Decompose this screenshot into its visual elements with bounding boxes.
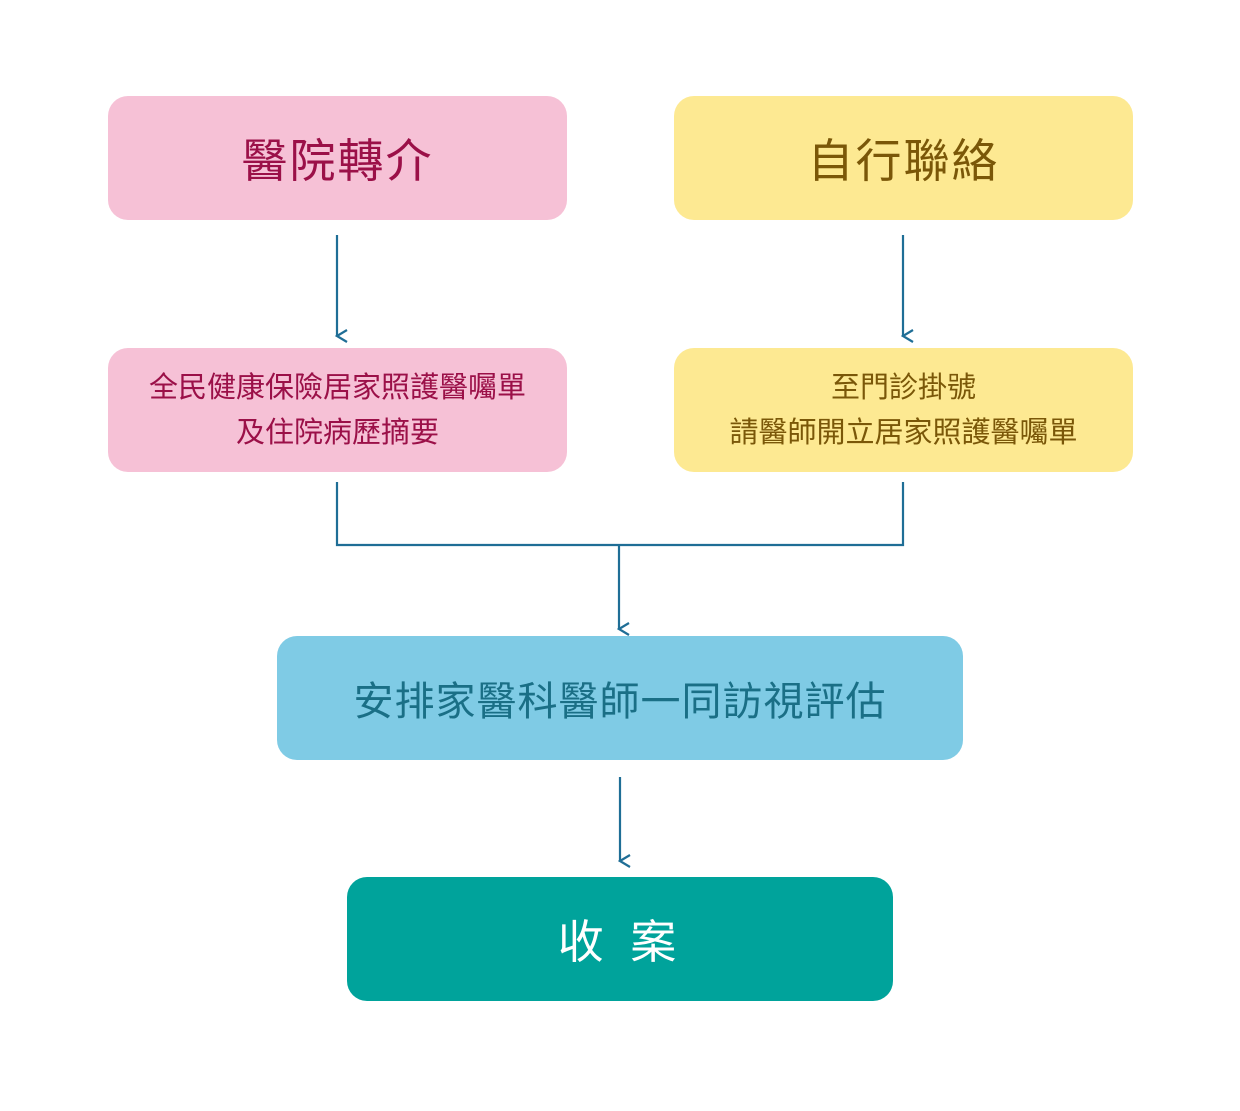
insurance-docs-line2: 及住院病歷摘要	[235, 415, 439, 449]
clinic-visit-line2: 請醫師開立居家照護醫囑單	[729, 415, 1078, 449]
self-contact-label: 自行聯絡	[807, 134, 1000, 188]
self-contact-box: 自行聯絡	[674, 96, 1133, 220]
case-closed-label: 收 案	[557, 915, 683, 969]
hospital-referral-box: 醫院轉介	[108, 96, 567, 220]
clinic-visit-line1: 至門診掛號	[830, 370, 976, 404]
merge-connector	[335, 482, 905, 547]
hospital-referral-label: 醫院轉介	[241, 134, 434, 188]
home-visit-label: 安排家醫科醫師一同訪視評估	[353, 679, 887, 725]
home-visit-box: 安排家醫科醫師一同訪視評估	[277, 636, 963, 760]
clinic-visit-box: 至門診掛號 請醫師開立居家照護醫囑單	[674, 348, 1133, 472]
insurance-docs-box: 全民健康保險居家照護醫囑單 及住院病歷摘要	[108, 348, 567, 472]
insurance-docs-line1: 全民健康保險居家照護醫囑單	[148, 370, 526, 404]
case-closed-box: 收 案	[347, 877, 893, 1001]
